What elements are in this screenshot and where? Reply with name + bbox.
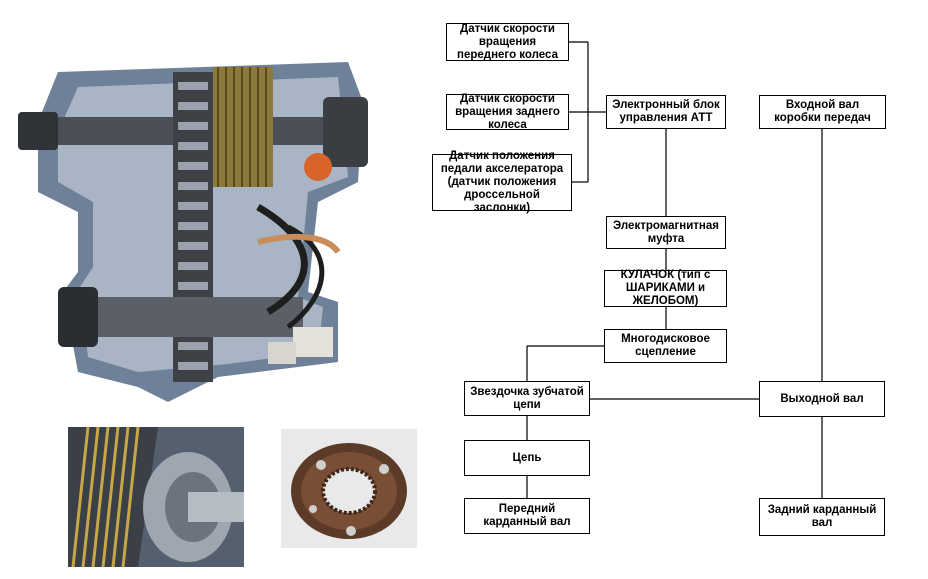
node-output-shaft: Выходной вал bbox=[759, 381, 885, 417]
node-transmission-input-shaft: Входной вал коробки передач bbox=[759, 95, 886, 129]
transfer-case-cutaway-photo bbox=[18, 42, 380, 407]
node-att-ecu: Электронный блок управления АТТ bbox=[606, 95, 726, 129]
ball-ramp-cam-photo bbox=[281, 429, 417, 548]
node-ball-ramp-cam: КУЛАЧОК (тип с ШАРИКАМИ и ЖЕЛОБОМ) bbox=[604, 269, 727, 307]
node-chain: Цепь bbox=[464, 440, 590, 476]
node-pedal-position-sensor: Датчик положения педали акселератора (да… bbox=[432, 150, 572, 214]
node-rear-propeller-shaft: Задний карданный вал bbox=[759, 498, 885, 536]
node-electromagnetic-clutch: Электромагнитная муфта bbox=[606, 216, 726, 249]
node-multidisc-clutch: Многодисковое сцепление bbox=[604, 329, 727, 363]
node-chain-sprocket: Звездочка зубчатой цепи bbox=[464, 381, 590, 416]
node-front-wheel-speed-sensor: Датчик скорости вращения переднего колес… bbox=[446, 23, 569, 61]
multidisc-clutch-photo bbox=[68, 427, 244, 567]
node-front-propeller-shaft: Передний карданный вал bbox=[464, 498, 590, 534]
node-rear-wheel-speed-sensor: Датчик скорости вращения заднего колеса bbox=[446, 93, 569, 131]
